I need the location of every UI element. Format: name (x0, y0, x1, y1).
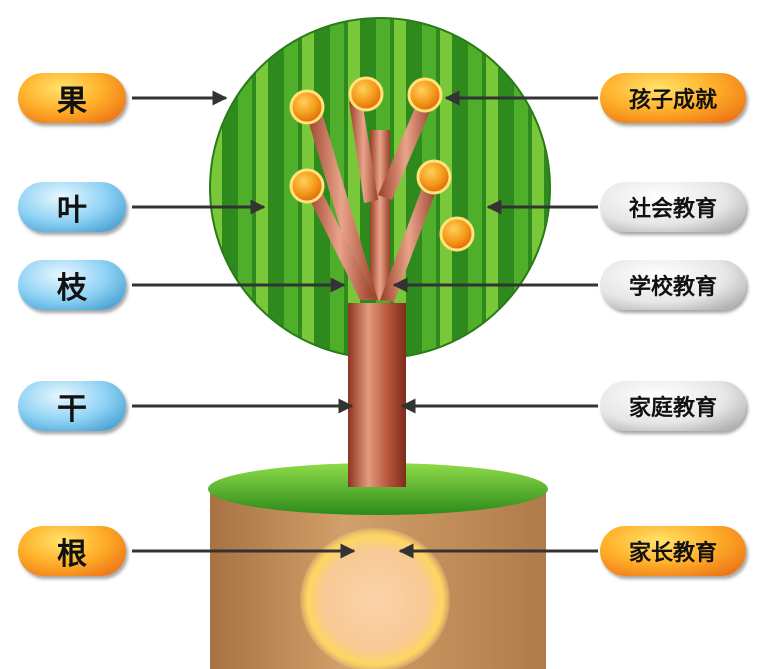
fruit-5 (416, 159, 452, 195)
label-root: 根 (18, 526, 126, 576)
root-glow (300, 528, 450, 669)
branches (305, 96, 438, 302)
fruits (289, 76, 475, 252)
trunk-shape (348, 303, 406, 487)
label-branch: 枝 (18, 260, 126, 310)
arrows (132, 90, 598, 559)
fruit-4 (289, 168, 325, 204)
label-parent-education: 家长教育 (600, 526, 746, 576)
label-trunk: 干 (18, 381, 126, 431)
grass-disc (208, 463, 548, 515)
label-school-education: 学校教育 (600, 260, 746, 310)
label-family-education: 家庭教育 (600, 381, 746, 431)
label-leaf: 叶 (18, 182, 126, 232)
fruit-1 (289, 89, 325, 125)
label-child-achievement: 孩子成就 (600, 73, 746, 123)
fruit-6 (439, 216, 475, 252)
label-fruit: 果 (18, 73, 126, 123)
label-social-education: 社会教育 (600, 182, 746, 232)
fruit-3 (407, 77, 443, 113)
fruit-2 (348, 76, 384, 112)
